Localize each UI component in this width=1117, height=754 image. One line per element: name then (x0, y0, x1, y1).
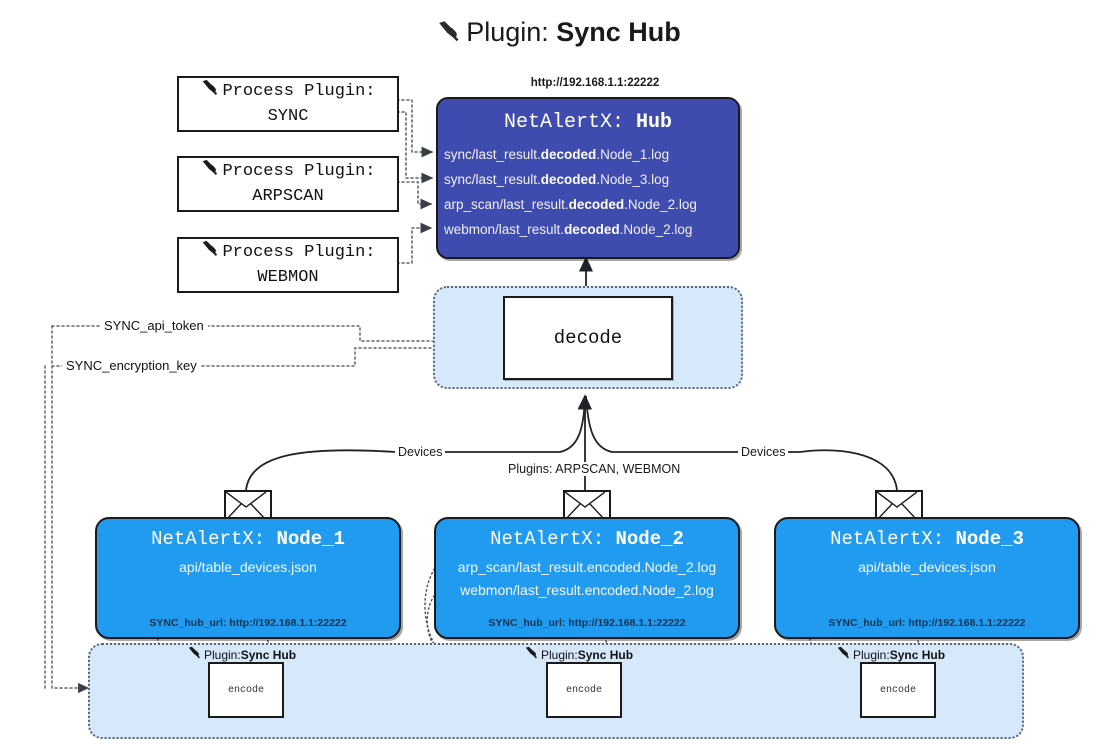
plugins-label-center: Plugins: ARPSCAN, WEBMON (505, 462, 684, 476)
plug-icon (524, 646, 539, 663)
edge-plugin-sync-to-hub (396, 99, 434, 158)
process-plugin-line2: SYNC (267, 107, 309, 126)
encode-box-3[interactable]: encode (860, 662, 936, 718)
edge-plugin-arpscan-to-hub (396, 181, 433, 210)
node-lines: api/table_devices.json (776, 556, 1078, 579)
encode-box-2[interactable]: encode (546, 662, 622, 718)
decode-box[interactable]: decode (503, 296, 673, 380)
encoder-label-3: Plugin: Sync Hub (836, 646, 945, 663)
hub-log-line: webmon/last_result.decoded.Node_2.log (444, 222, 693, 237)
node-1[interactable]: NetAlertX: Node_1 api/table_devices.json… (95, 517, 401, 639)
hub-node[interactable]: NetAlertX: Hub sync/last_result.decoded.… (436, 97, 740, 259)
process-plugin-arpscan[interactable]: Process Plugin: ARPSCAN (177, 156, 399, 212)
hub-log-line: arp_scan/last_result.decoded.Node_2.log (444, 197, 697, 212)
plug-icon (436, 19, 462, 51)
encoder-label-name: Sync Hub (577, 647, 634, 662)
plug-icon (200, 79, 220, 106)
node-lines: api/table_devices.json (97, 556, 399, 579)
edge-plugin-sync-to-hub-2 (396, 111, 434, 184)
node-hub-url-label: SYNC_hub_url: http://192.168.1.1:22222 (149, 617, 347, 629)
title-prefix: Plugin: (466, 17, 549, 47)
node-line: webmon/last_result.encoded.Node_2.log (460, 582, 714, 598)
devices-label-right: Devices (738, 445, 789, 459)
node-2[interactable]: NetAlertX: Node_2 arp_scan/last_result.e… (434, 517, 740, 639)
plug-icon (200, 159, 220, 186)
page-title: Plugin: Sync Hub (0, 16, 1117, 51)
edge-tokens-to-plugin-band (51, 325, 90, 694)
encoder-label-name: Sync Hub (240, 647, 297, 662)
process-plugin-line1: Process Plugin: (222, 82, 376, 102)
node-3[interactable]: NetAlertX: Node_3 api/table_devices.json… (774, 517, 1080, 639)
encoder-label-name: Sync Hub (889, 647, 946, 662)
hub-title-name: Hub (636, 111, 673, 134)
node-hub-url-label: SYNC_hub_url: http://192.168.1.1:22222 (828, 617, 1026, 629)
process-plugin-line1: Process Plugin: (222, 243, 376, 263)
process-plugin-line2: WEBMON (257, 268, 319, 287)
node-line: api/table_devices.json (179, 559, 317, 575)
node-title: NetAlertX: Node_3 (830, 528, 1024, 550)
process-plugin-line2: ARPSCAN (252, 187, 324, 206)
edge-plugin-webmon-to-hub (396, 222, 433, 264)
hub-log-line: sync/last_result.decoded.Node_3.log (444, 172, 670, 187)
node-hub-url-label: SYNC_hub_url: http://192.168.1.1:22222 (488, 617, 686, 629)
process-plugin-sync[interactable]: Process Plugin: SYNC (177, 76, 399, 132)
hub-title: NetAlertX: Hub (438, 111, 738, 134)
hub-log-line: sync/last_result.decoded.Node_1.log (444, 147, 670, 162)
encoder-label-prefix: Plugin: (853, 647, 890, 662)
process-plugin-line1: Process Plugin: (222, 162, 376, 182)
encoder-label-prefix: Plugin: (541, 647, 578, 662)
encoder-label-2: Plugin: Sync Hub (524, 646, 633, 663)
plug-icon (836, 646, 851, 663)
title-name: Sync Hub (556, 17, 681, 47)
encoder-label-prefix: Plugin: (204, 647, 241, 662)
hub-title-prefix: NetAlertX: (503, 111, 636, 134)
plug-icon (187, 646, 202, 663)
devices-label-left: Devices (395, 445, 446, 459)
hub-log-list: sync/last_result.decoded.Node_1.log sync… (438, 142, 738, 242)
encoder-label-1: Plugin: Sync Hub (187, 646, 296, 663)
hub-url-label: http://192.168.1.1:22222 (530, 77, 660, 89)
sync-encryption-key-label: SYNC_encryption_key (62, 358, 201, 373)
node-line: arp_scan/last_result.encoded.Node_2.log (457, 559, 717, 575)
node-line: api/table_devices.json (858, 559, 996, 575)
node-title: NetAlertX: Node_1 (151, 528, 345, 550)
process-plugin-webmon[interactable]: Process Plugin: WEBMON (177, 237, 399, 293)
sync-api-token-label: SYNC_api_token (100, 318, 208, 333)
plug-icon (200, 240, 220, 267)
node-title: NetAlertX: Node_2 (490, 528, 684, 550)
encode-box-1[interactable]: encode (208, 662, 284, 718)
node-lines: arp_scan/last_result.encoded.Node_2.log … (436, 556, 738, 602)
